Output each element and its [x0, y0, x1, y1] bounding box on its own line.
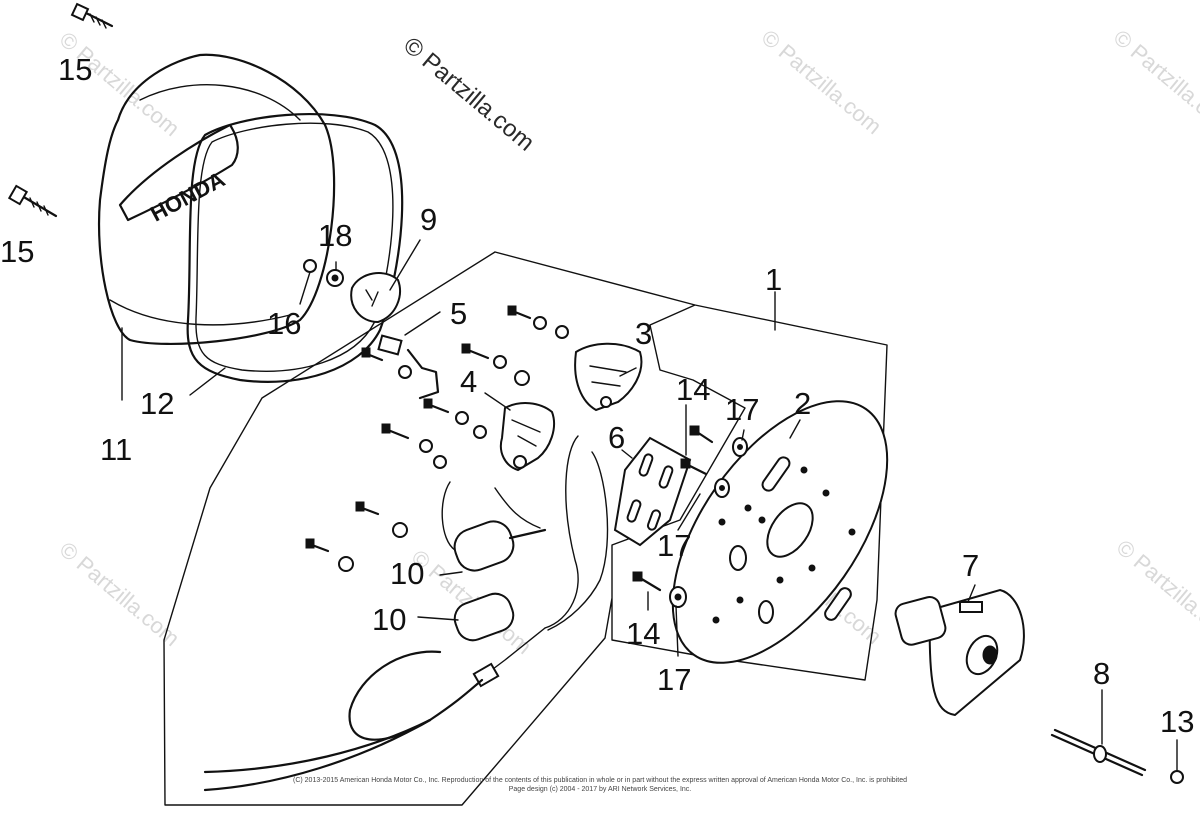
callout-17-middle: 17 — [657, 528, 691, 563]
callout-1: 1 — [765, 262, 782, 297]
callout-16: 16 — [267, 306, 301, 341]
headlight-rim — [186, 113, 404, 383]
callout-7: 7 — [962, 548, 979, 583]
washer-17-lower — [669, 586, 687, 608]
footer-page-design: Page design (c) 2004 - 2017 by ARI Netwo… — [509, 786, 692, 793]
assembly-1-outline — [163, 251, 888, 806]
shaft-8 — [1050, 728, 1147, 777]
condenser-lower — [453, 592, 515, 642]
callout-2: 2 — [794, 386, 811, 421]
callout-4: 4 — [460, 364, 477, 399]
wiring-harness — [203, 435, 609, 792]
clip-13 — [1170, 770, 1184, 784]
callout-17-lower: 17 — [657, 662, 691, 697]
callout-labels: 15 15 11 12 16 18 9 5 4 3 1 14 17 2 6 17… — [0, 52, 1194, 739]
callout-14-upper: 14 — [676, 372, 710, 407]
hardware-cluster — [305, 305, 569, 572]
spark-advancer-7 — [894, 588, 1025, 717]
mounting-plate-6 — [613, 436, 692, 547]
callout-13: 13 — [1160, 704, 1194, 739]
callout-10-upper: 10 — [390, 556, 424, 591]
watermark-top-right-1: © Partzilla.com — [757, 25, 887, 139]
watermark-main: © Partzilla.com — [398, 32, 539, 157]
washer-17-upper — [714, 437, 748, 498]
leader-lines — [121, 239, 1178, 771]
callout-12: 12 — [140, 386, 174, 421]
screw-15-top — [70, 2, 114, 29]
callout-17-upper: 17 — [725, 392, 759, 427]
callout-6: 6 — [608, 420, 625, 455]
screw-15-middle — [7, 184, 58, 218]
callout-8: 8 — [1093, 656, 1110, 691]
callout-15-middle: 15 — [0, 234, 34, 269]
cover-logo: HONDA — [146, 167, 229, 227]
contact-points-4 — [499, 402, 556, 472]
watermark-top-right-2: © Partzilla.com — [1109, 25, 1200, 139]
contact-base-3 — [574, 342, 643, 412]
bulb-socket-9 — [350, 272, 401, 324]
callout-18: 18 — [318, 218, 352, 253]
condenser-upper — [453, 520, 547, 572]
callout-10-lower: 10 — [372, 602, 406, 637]
footer-copyright: (C) 2013-2015 American Honda Motor Co., … — [293, 777, 907, 784]
screw-14-lower — [632, 571, 662, 592]
watermark-bottom-right: © Partzilla.com — [1112, 535, 1200, 649]
callout-14-lower: 14 — [626, 616, 660, 651]
callout-5: 5 — [450, 296, 467, 331]
callout-11: 11 — [100, 432, 132, 467]
screw-14-upper — [680, 425, 714, 476]
background-watermarks: © Partzilla.com © Partzilla.com © Partzi… — [55, 25, 1200, 659]
base-plate-2 — [671, 400, 889, 664]
watermark-bottom-left: © Partzilla.com — [55, 537, 185, 651]
callout-15-top: 15 — [58, 52, 92, 87]
callout-9: 9 — [420, 202, 437, 237]
callout-3: 3 — [635, 316, 652, 351]
